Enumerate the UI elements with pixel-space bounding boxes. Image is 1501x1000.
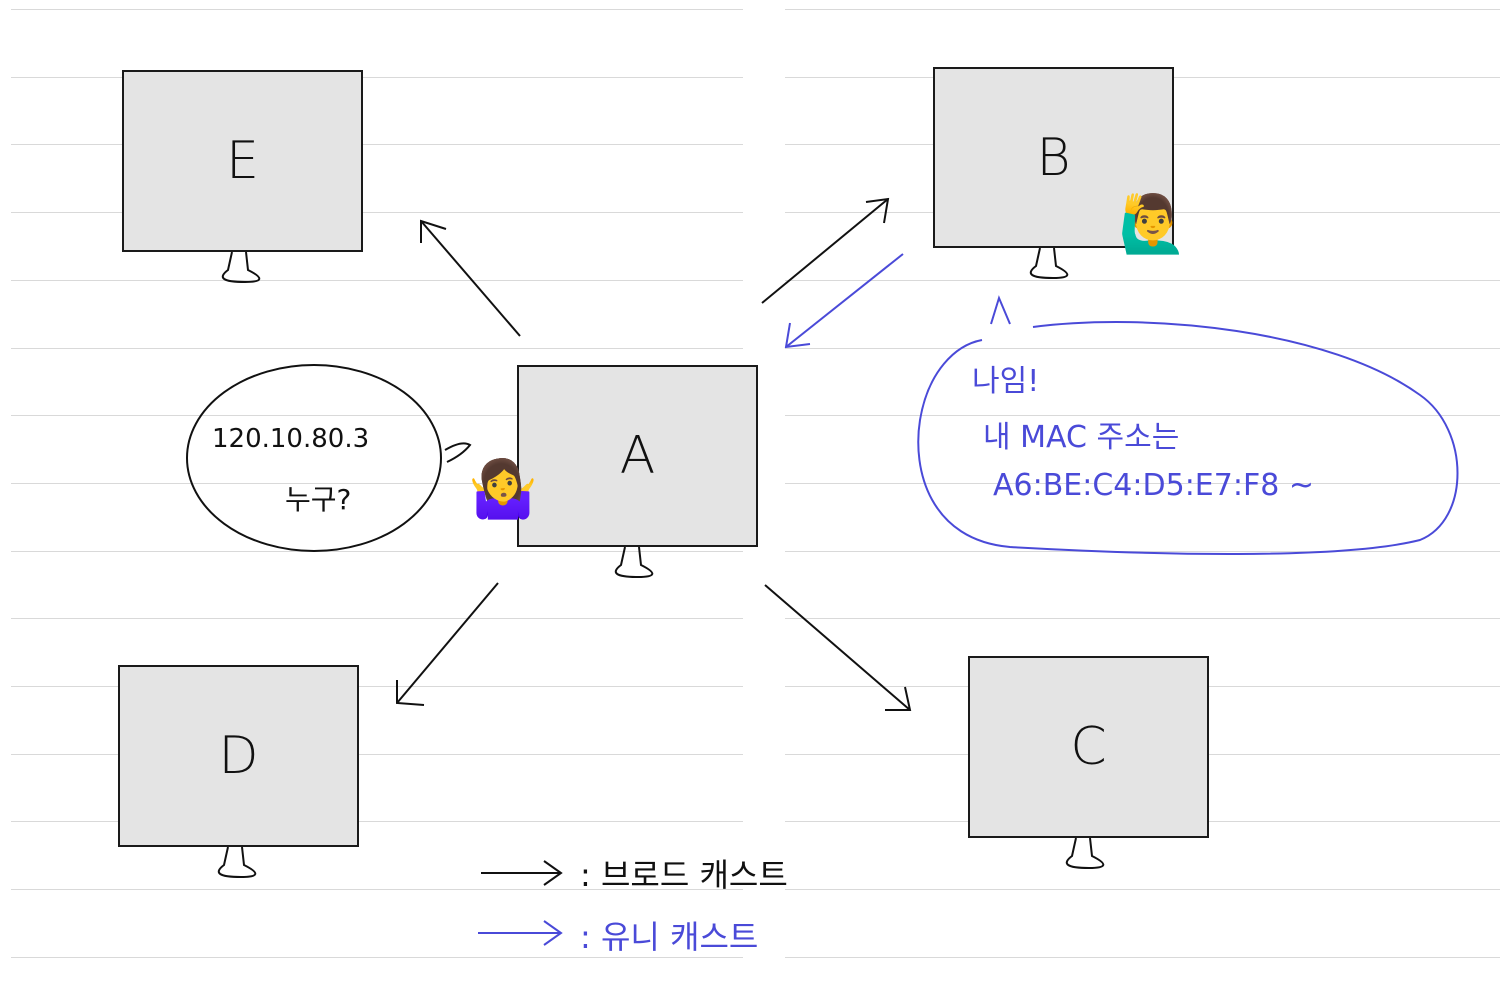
ruled-line — [785, 280, 1500, 281]
monitor-a: A — [517, 365, 758, 547]
broadcast-arrow-to-e — [420, 219, 521, 337]
shrugging-woman-icon: 🤷‍♀️ — [468, 457, 538, 522]
ruled-line — [11, 618, 743, 619]
monitor-b-label: B — [1036, 127, 1071, 188]
ruled-line — [11, 9, 743, 10]
query-bubble-outline — [186, 364, 442, 552]
ruled-line — [785, 348, 1500, 349]
legend-unicast-label: : 유니 캐스트 — [580, 918, 759, 956]
ruled-line — [785, 618, 1500, 619]
monitor-a-label: A — [619, 426, 656, 486]
query-bubble-tail — [444, 442, 472, 463]
ruled-line — [11, 551, 743, 552]
legend-broadcast-arrow — [481, 860, 563, 886]
reply-pointer — [990, 295, 1011, 325]
ruled-line — [11, 686, 743, 687]
monitor-stands — [217, 247, 1105, 879]
broadcast-arrow-to-d — [396, 582, 499, 706]
monitor-e-label: E — [226, 131, 259, 191]
ruled-line — [785, 9, 1500, 10]
reply-line-1: 나임! — [972, 364, 1040, 399]
ruled-line — [11, 144, 743, 145]
reply-line-2: 내 MAC 주소는 — [983, 420, 1180, 455]
ruled-line — [11, 77, 743, 78]
monitor-e: E — [122, 70, 363, 252]
ruled-line — [11, 280, 743, 281]
ruled-line — [11, 348, 743, 349]
ruled-line — [785, 415, 1500, 416]
broadcast-arrow-to-c — [764, 584, 912, 711]
raising-hand-man-icon: 🙋‍♂️ — [1118, 192, 1188, 257]
ruled-line — [785, 889, 1500, 890]
legend-broadcast-label: : 브로드 캐스트 — [580, 856, 788, 894]
ruled-line — [11, 889, 743, 890]
ruled-line — [11, 754, 743, 755]
ruled-line — [11, 957, 743, 958]
monitor-c: C — [968, 656, 1209, 838]
broadcast-arrow-to-b — [761, 197, 890, 304]
monitor-d: D — [118, 665, 359, 847]
ruled-line — [11, 415, 743, 416]
ruled-line — [11, 483, 743, 484]
ruled-line — [785, 483, 1500, 484]
monitor-c-label: C — [1070, 717, 1107, 777]
ruled-line — [785, 551, 1500, 552]
legend-unicast-arrow — [478, 920, 563, 946]
ruled-line — [11, 821, 743, 822]
query-ip-text: 120.10.80.3 — [212, 424, 370, 454]
reply-line-3: A6:BE:C4:D5:E7:F8 ~ — [993, 468, 1314, 503]
unicast-arrow-b-to-a — [784, 253, 904, 349]
monitor-d-label: D — [218, 726, 259, 786]
reply-bubble-outline — [917, 321, 1459, 556]
ruled-line — [11, 212, 743, 213]
query-question-text: 누구? — [285, 483, 352, 516]
ruled-line — [785, 957, 1500, 958]
monitor-b: B — [933, 67, 1174, 248]
